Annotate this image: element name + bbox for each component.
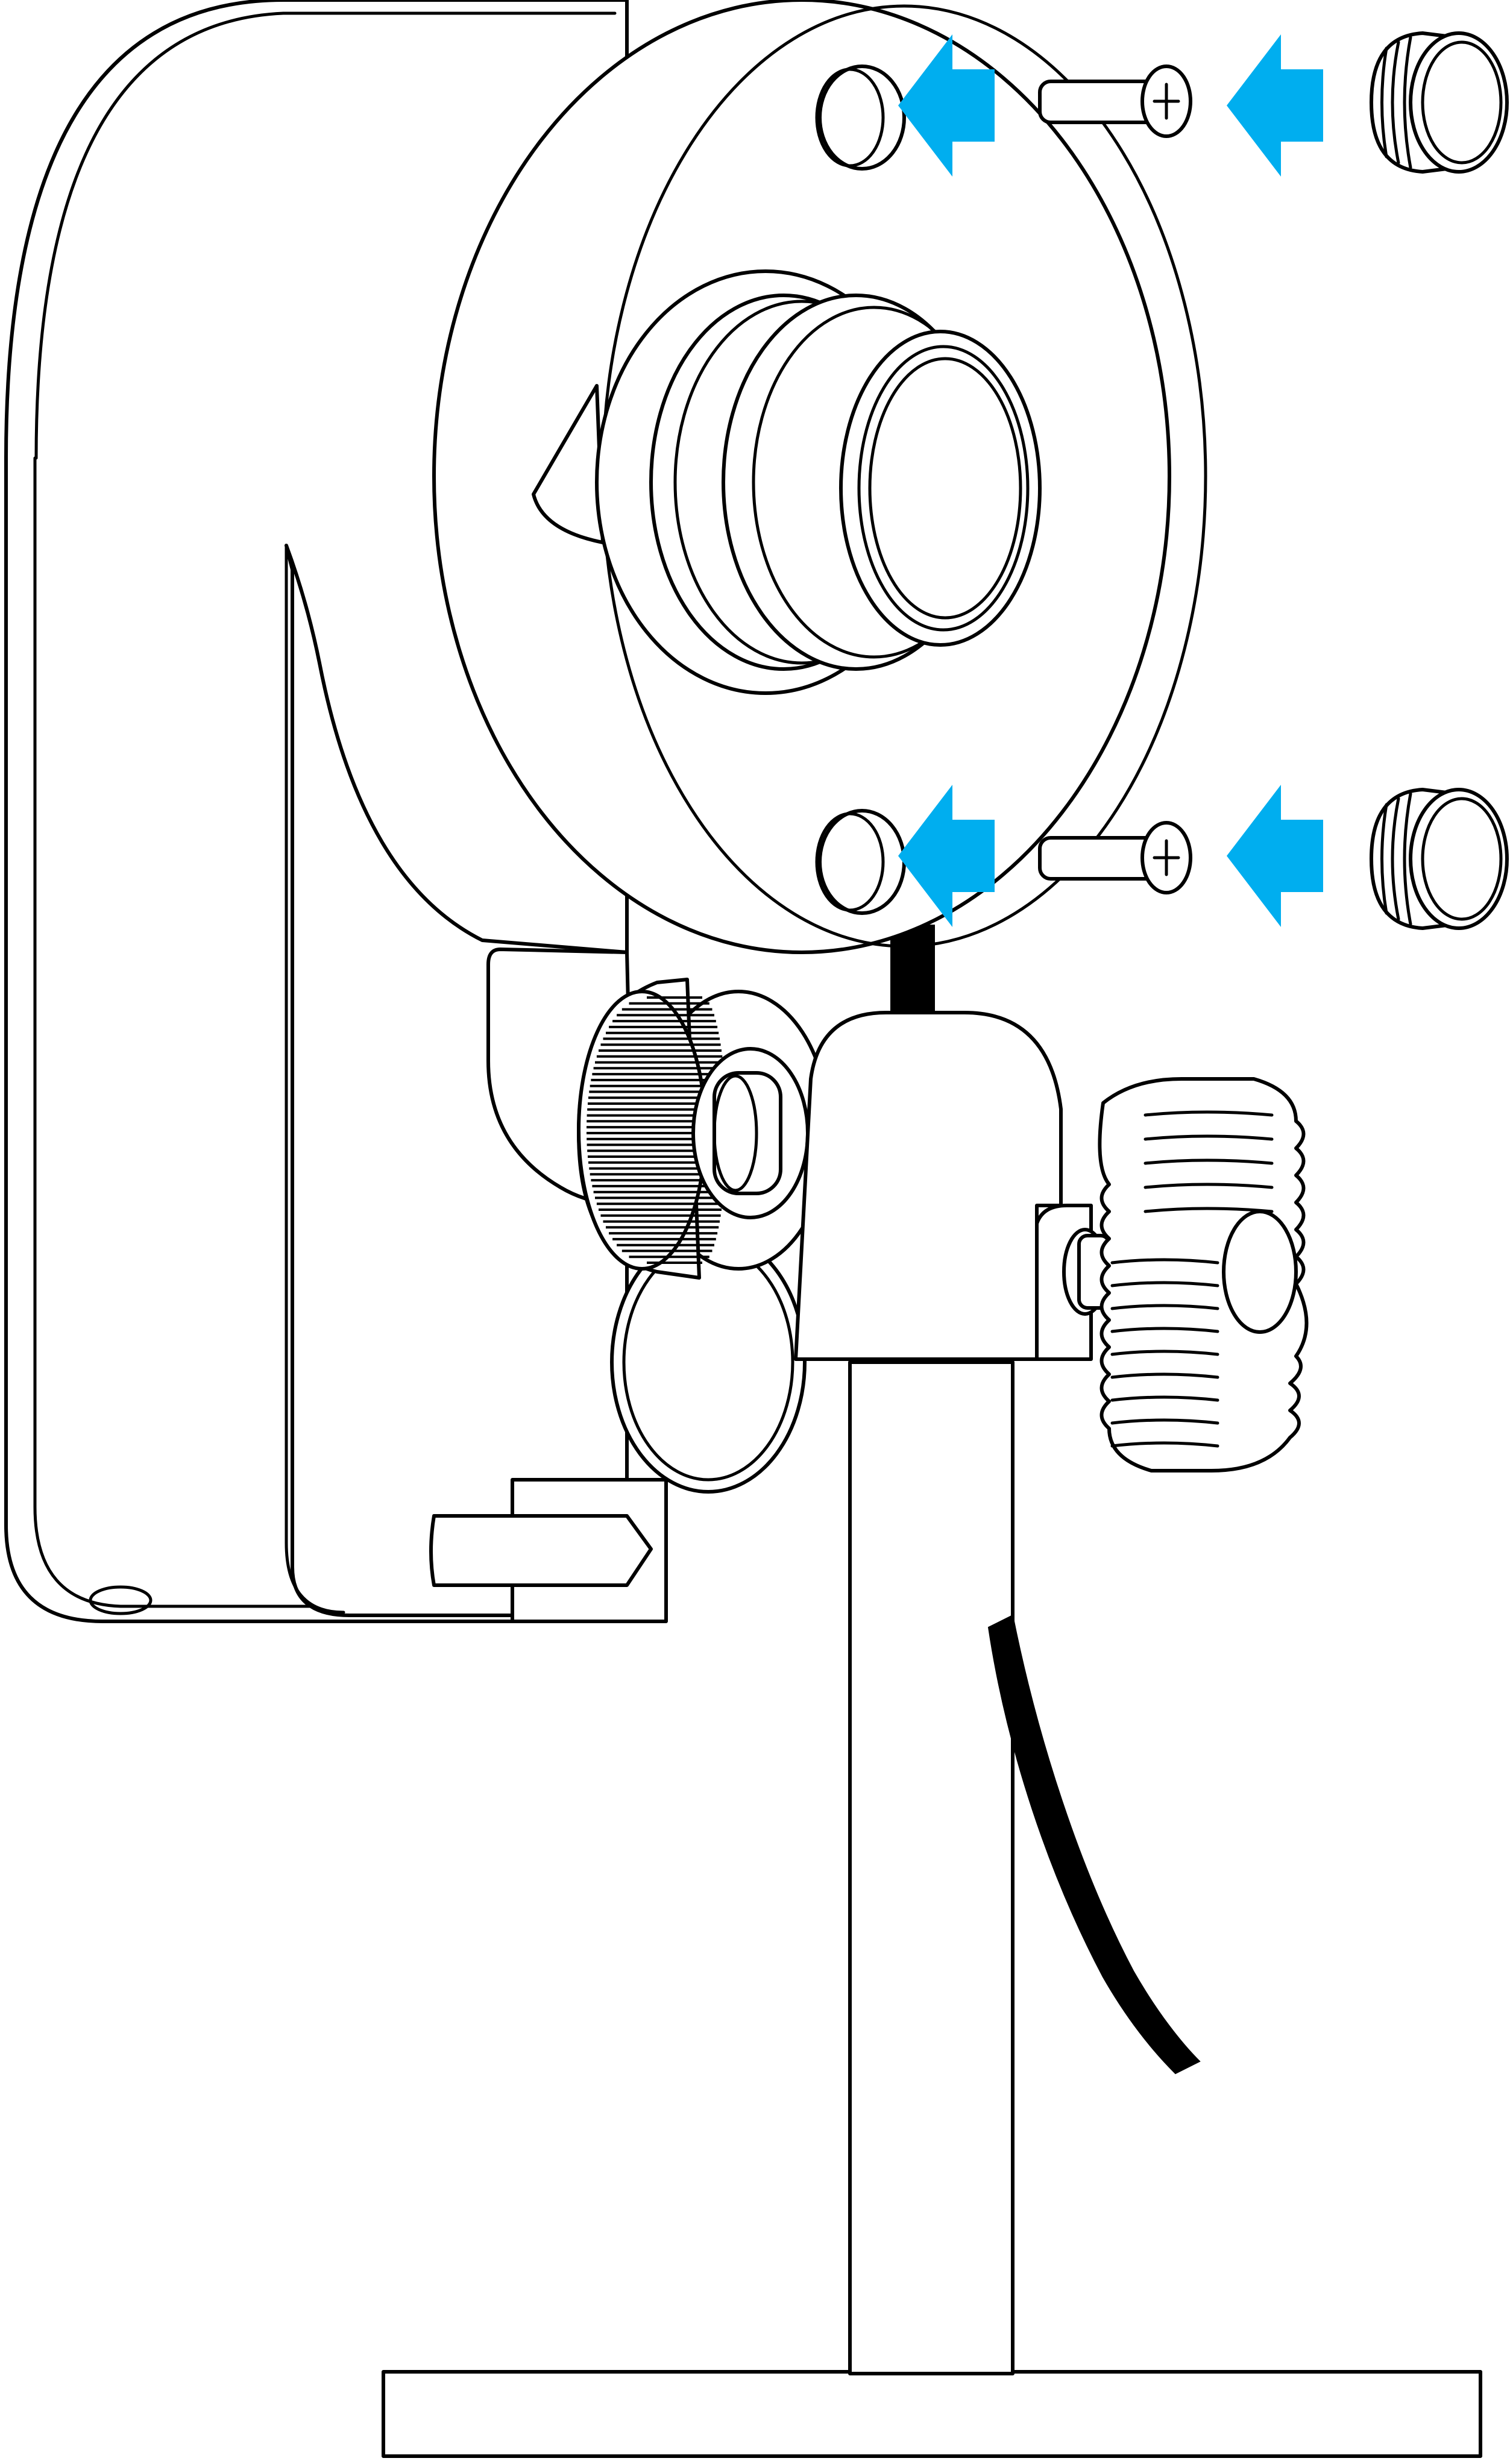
- mount-head: [794, 1011, 1111, 1361]
- stand-base: [382, 2370, 1482, 2458]
- stand-pole: [848, 1360, 1015, 2375]
- rear-disc: [610, 1231, 807, 1494]
- bottom-clip: [429, 1478, 668, 1623]
- screw-upper: [1038, 64, 1192, 138]
- arrow-screw-upper-icon: [1227, 34, 1323, 177]
- mount-hole-lower: [815, 809, 906, 915]
- rubber-plug-lower: [1370, 788, 1509, 930]
- knurled-ring: [577, 978, 831, 1280]
- arrow-hole-upper-icon: [898, 34, 995, 177]
- camera-lens: [595, 269, 1042, 695]
- screw-hole-icon: [89, 1585, 153, 1615]
- arrow-hole-lower-icon: [898, 785, 995, 927]
- arrow-screw-lower-icon: [1227, 785, 1323, 927]
- rubber-plug-upper: [1370, 31, 1509, 174]
- mount-hole-upper: [815, 64, 906, 171]
- wing-knob: [1098, 1077, 1309, 1472]
- screw-lower: [1038, 821, 1192, 894]
